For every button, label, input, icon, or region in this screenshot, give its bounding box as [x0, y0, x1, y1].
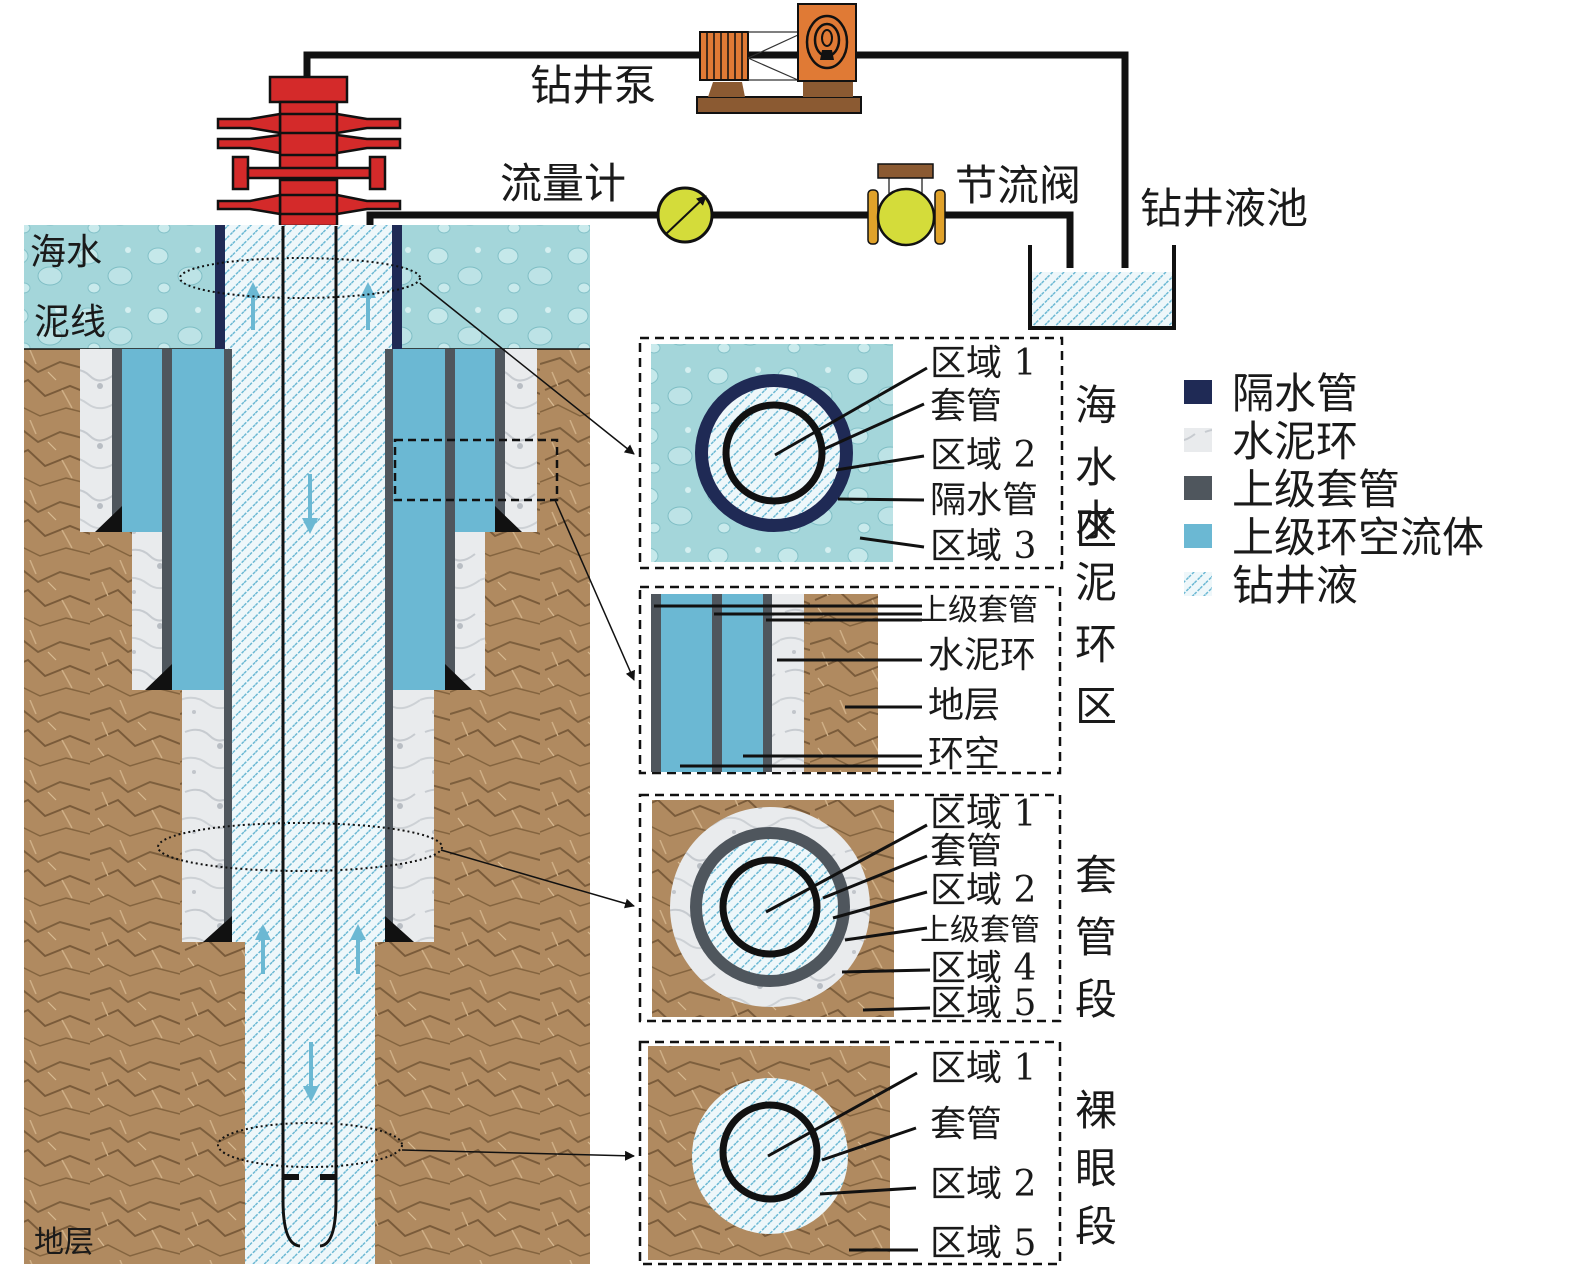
legend-swatch — [1184, 476, 1212, 500]
panel2-label-0: 上级套管 — [918, 593, 1038, 628]
drill-pipe — [281, 226, 338, 1248]
legend-label: 隔水管 — [1232, 369, 1358, 418]
detail-panel-seawater — [638, 336, 1064, 570]
section-title-char: 区 — [1075, 505, 1117, 554]
legend-item: 钻井液 — [1184, 561, 1358, 610]
section-title-char: 环 — [1075, 620, 1117, 669]
legend-swatch — [1184, 524, 1212, 548]
section-title-char: 段 — [1075, 1202, 1117, 1251]
detail-panel-cement — [638, 585, 1062, 775]
panel4-label-0: 区域 1 — [930, 1048, 1036, 1089]
panel3-label-1: 套管 — [930, 831, 1002, 872]
panel1-label-4: 区域 3 — [930, 526, 1036, 567]
section-marker-cased[interactable] — [157, 822, 443, 872]
panel1-label-2: 区域 2 — [930, 435, 1036, 476]
legend-item: 隔水管 — [1184, 369, 1358, 418]
section-title-char: 管 — [1075, 913, 1117, 962]
panel2-label-2: 地层 — [928, 685, 1000, 726]
section-title-char: 海 — [1075, 381, 1117, 430]
section-title-char: 水 — [1075, 443, 1117, 492]
legend-swatch — [1184, 428, 1212, 452]
choke-valve-icon — [867, 163, 946, 247]
detail-panel-cased — [638, 793, 1062, 1023]
panel3-label-4: 区域 4 — [930, 948, 1036, 989]
section-title-char: 泥 — [1075, 558, 1117, 607]
section-title-char: 套 — [1075, 851, 1117, 900]
choke-label: 节流阀 — [955, 161, 1081, 210]
drilling-fluid-upper — [232, 225, 385, 942]
legend-label: 水泥环 — [1232, 417, 1358, 466]
panel3-label-5: 区域 5 — [930, 983, 1036, 1024]
flow-arrows — [245, 282, 376, 1102]
drilling-fluid-openhole — [245, 942, 375, 1264]
section-title-seawater: 海水区 — [1075, 381, 1117, 554]
arrow-up-icon — [350, 924, 366, 974]
bop-stack-icon — [216, 75, 402, 228]
legend-item: 水泥环 — [1184, 417, 1358, 466]
panel3-label-0: 区域 1 — [930, 794, 1036, 835]
seawater-label: 海水 — [30, 232, 102, 273]
riser-left — [215, 225, 225, 349]
section-title-char: 段 — [1075, 975, 1117, 1024]
section-title-cased: 套管段 — [1075, 851, 1117, 1024]
arrow-up-icon — [255, 924, 271, 974]
section-marker-seawater[interactable] — [179, 257, 421, 299]
legend-swatch — [1184, 572, 1212, 596]
legend-label: 上级套管 — [1232, 465, 1400, 514]
section-title-char: 水 — [1075, 496, 1117, 545]
panel1-label-3: 隔水管 — [930, 480, 1038, 521]
panel3-label-2: 区域 2 — [930, 870, 1036, 911]
section-title-openhole: 裸眼段 — [1075, 1086, 1117, 1251]
panel1-label-0: 区域 1 — [930, 343, 1036, 384]
legend-swatch — [1184, 380, 1212, 404]
flowmeter-gauge-icon — [656, 186, 714, 244]
return-line — [366, 211, 1074, 268]
section-title-char: 区 — [1075, 682, 1117, 731]
mud-pit-icon — [1028, 245, 1176, 330]
legend-label: 上级环空流体 — [1232, 513, 1484, 562]
section-title-cement: 水泥环区 — [1075, 496, 1117, 731]
pump-label: 钻井泵 — [530, 61, 656, 110]
panel4-label-1: 套管 — [930, 1104, 1002, 1145]
riser-right — [392, 225, 402, 349]
section-titles: 海水区 水泥环区 套管段 裸眼段 — [1075, 381, 1117, 1251]
panel3-label-3: 上级套管 — [920, 913, 1040, 948]
panel2-label-3: 环空 — [928, 734, 1000, 775]
flowmeter-label: 流量计 — [500, 159, 626, 208]
section-marker-openhole[interactable] — [217, 1122, 403, 1168]
formation-label: 地层 — [34, 1225, 94, 1260]
section-title-char: 裸 — [1075, 1086, 1117, 1135]
panel2-label-1: 水泥环 — [928, 635, 1036, 676]
upper-casing-outer-left — [112, 349, 122, 532]
drilling-pump-icon — [696, 3, 862, 114]
arrow-down-icon — [303, 1042, 319, 1102]
mudline-label: 泥线 — [34, 302, 106, 343]
arrow-down-icon — [302, 474, 318, 534]
panel4-label-2: 区域 2 — [930, 1164, 1036, 1205]
legend-item: 上级套管 — [1184, 465, 1400, 514]
legend-label: 钻井液 — [1232, 561, 1358, 610]
detail-panel-openhole — [638, 1040, 1062, 1266]
panel4-label-3: 区域 5 — [930, 1223, 1036, 1264]
mud-pit-label: 钻井液池 — [1140, 184, 1308, 233]
legend-item: 上级环空流体 — [1184, 513, 1484, 562]
panel1-label-1: 套管 — [930, 386, 1002, 427]
arrow-up-icon — [245, 282, 261, 330]
section-marker-cement[interactable] — [393, 438, 559, 502]
section-title-char: 眼 — [1075, 1144, 1117, 1193]
